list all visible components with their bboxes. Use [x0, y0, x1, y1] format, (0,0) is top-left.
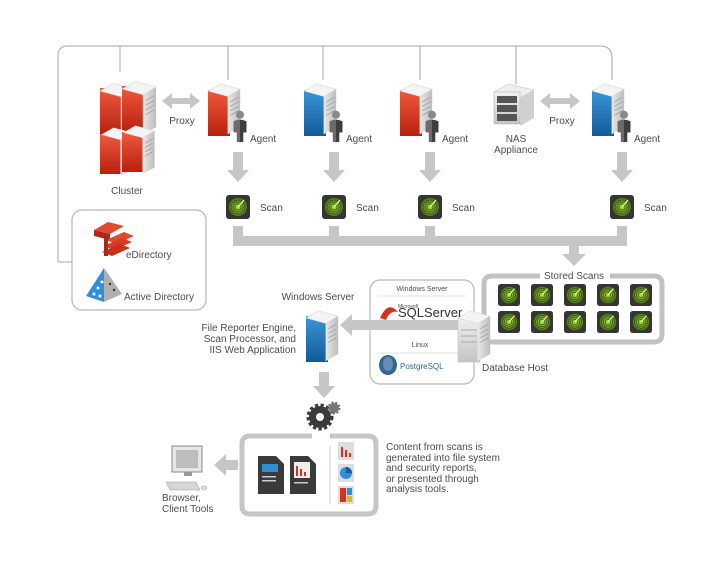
stored-scan-icon	[597, 284, 619, 306]
postgresql-label: PostgreSQL	[400, 362, 444, 371]
scan-label-1: Scan	[260, 203, 283, 214]
content-note: Content from scans is generated into fil…	[386, 442, 500, 495]
network-connectors	[57, 45, 613, 263]
cluster-label: Cluster	[111, 186, 143, 197]
agent-label-4: Agent	[634, 134, 661, 145]
edirectory-label: eDirectory	[126, 250, 172, 261]
computer-icon	[165, 445, 208, 491]
database-host-label: Database Host	[482, 363, 549, 374]
nas-appliance-label: NAS Appliance	[494, 134, 538, 156]
agent-to-scan-arrows	[227, 152, 633, 182]
database-host-icon	[457, 310, 491, 363]
stored-scan-icon	[498, 311, 520, 333]
pie-chart-tool-icon	[338, 464, 354, 482]
nas-appliance-icon	[493, 83, 535, 126]
gear-icon	[306, 401, 341, 431]
agent-server-1-icon	[207, 83, 247, 142]
stored-scans-box	[481, 273, 665, 345]
agent-label-2: Agent	[346, 134, 373, 145]
stored-scan-icon	[498, 284, 520, 306]
active-directory-icon	[86, 268, 122, 302]
report-document-icon-1	[258, 456, 284, 494]
agent-server-2-icon	[303, 83, 343, 142]
stored-scan-icon	[597, 311, 619, 333]
stored-scan-icon	[531, 284, 553, 306]
server-to-gear-arrow	[313, 372, 335, 398]
edirectory-icon	[94, 222, 134, 256]
agent-label-3: Agent	[442, 134, 469, 145]
sql-server-label: SQLServer	[398, 305, 463, 320]
scan-collector-bar	[233, 226, 627, 266]
postgresql-logo	[379, 355, 397, 375]
windows-server-label: Windows Server	[281, 292, 355, 303]
browser-label: Browser, Client Tools	[162, 493, 214, 515]
sql-vendor-label: Microsoft	[398, 304, 419, 310]
db-windows-server-label: Windows Server	[396, 286, 448, 293]
proxy-arrow-right	[540, 93, 580, 109]
scan-icon-4	[610, 195, 634, 219]
stored-scan-icon	[630, 311, 652, 333]
stored-scan-icon	[564, 284, 586, 306]
reports-to-browser-arrow	[214, 454, 238, 476]
scan-label-4: Scan	[644, 203, 667, 214]
reports-box	[239, 433, 379, 517]
treemap-tool-icon	[338, 486, 354, 504]
proxy-right-label: Proxy	[549, 116, 575, 127]
agent-server-3-icon	[399, 83, 439, 142]
bar-chart-tool-icon	[338, 442, 354, 460]
scan-icon-2	[322, 195, 346, 219]
windows-server-icon	[305, 310, 339, 362]
active-directory-label: Active Directory	[124, 292, 195, 303]
scan-icon-3	[418, 195, 442, 219]
db-linux-label: Linux	[411, 342, 429, 349]
stored-scans-label: Stored Scans	[539, 271, 609, 282]
report-document-icon-2	[290, 456, 316, 494]
engine-label: File Reporter Engine, Scan Processor, an…	[201, 323, 297, 356]
scan-label-2: Scan	[356, 203, 379, 214]
stored-scan-icon	[531, 311, 553, 333]
cluster-servers-icon	[99, 80, 157, 177]
proxy-arrow-left	[162, 93, 200, 109]
stored-scan-icon	[630, 284, 652, 306]
scan-icon-1	[226, 195, 250, 219]
stored-scans-grid	[498, 284, 652, 333]
stored-scan-icon	[564, 311, 586, 333]
agent-label-1: Agent	[250, 134, 277, 145]
scan-label-3: Scan	[452, 203, 475, 214]
proxy-left-label: Proxy	[169, 116, 195, 127]
agent-server-4-icon	[591, 83, 631, 142]
db-to-server-arrow	[340, 314, 470, 336]
or-label: OR	[414, 330, 426, 337]
